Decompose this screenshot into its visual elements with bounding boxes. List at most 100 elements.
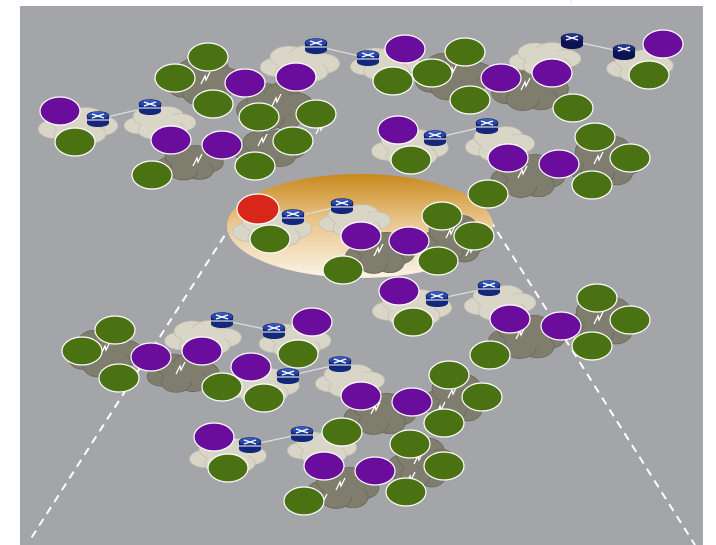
lightning-link-icon (370, 401, 381, 415)
purple-node (489, 304, 531, 334)
green-node (61, 336, 103, 366)
green-node (467, 179, 509, 209)
purple-node (340, 221, 382, 251)
network-cloud-icon (306, 467, 380, 509)
router-icon (612, 44, 636, 60)
router-icon (304, 38, 328, 54)
purple-node (201, 130, 243, 160)
router-icon (210, 312, 234, 328)
green-node (295, 99, 337, 129)
router-icon (560, 33, 584, 49)
purple-node (378, 276, 420, 306)
lightning-link-icon (175, 361, 186, 375)
router-icon (281, 209, 305, 225)
purple-node (540, 311, 582, 341)
purple-node (150, 125, 192, 155)
lightning-link-icon (257, 133, 268, 147)
purple-node (130, 342, 172, 372)
green-node (234, 151, 276, 181)
green-node (243, 383, 285, 413)
router-icon (138, 99, 162, 115)
lightning-link-icon (445, 225, 456, 239)
purple-node (384, 34, 426, 64)
lightning-link-icon (447, 385, 458, 399)
routers-layer (86, 33, 636, 453)
green-node (609, 143, 651, 173)
green-node (469, 340, 511, 370)
router-icon (86, 111, 110, 127)
green-node (421, 201, 463, 231)
green-node (249, 224, 291, 254)
green-node (411, 58, 453, 88)
nodes-layer (39, 29, 684, 516)
purple-node (193, 422, 235, 452)
purple-node (224, 68, 266, 98)
green-node (277, 339, 319, 369)
green-node (94, 315, 136, 345)
green-node (389, 429, 431, 459)
network-cloud-icon (156, 145, 224, 181)
purple-node (642, 29, 684, 59)
green-node (54, 127, 96, 157)
router-icon (475, 118, 499, 134)
green-node (449, 85, 491, 115)
red-node (236, 193, 280, 225)
lightning-link-icon (520, 77, 531, 91)
green-node (192, 89, 234, 119)
green-node (321, 417, 363, 447)
green-node (385, 477, 427, 507)
purple-node (538, 149, 580, 179)
lightning-link-icon (593, 311, 604, 325)
green-node (372, 66, 414, 96)
purple-node (388, 226, 430, 256)
router-icon (276, 368, 300, 384)
lightning-link-icon (100, 341, 111, 355)
lightning-link-icon (335, 477, 346, 491)
green-node (609, 305, 651, 335)
green-node (461, 382, 503, 412)
green-node (154, 63, 196, 93)
lightning-link-icon (192, 153, 203, 167)
lightning-link-icon (373, 243, 384, 257)
green-node (423, 408, 465, 438)
green-node (390, 145, 432, 175)
router-icon (477, 280, 501, 296)
lightning-link-icon (200, 71, 211, 85)
router-icon (425, 291, 449, 307)
router-icon (328, 356, 352, 372)
lightning-link-icon (593, 151, 604, 165)
router-icon (238, 437, 262, 453)
purple-node (480, 63, 522, 93)
green-node (283, 486, 325, 516)
green-node (417, 246, 459, 276)
green-node (453, 221, 495, 251)
green-node (444, 37, 486, 67)
lightning-link-icon (517, 165, 528, 179)
green-node (571, 331, 613, 361)
router-icon (262, 323, 286, 339)
purple-node (340, 381, 382, 411)
green-node (238, 102, 280, 132)
router-icon (423, 130, 447, 146)
purple-node (391, 387, 433, 417)
purple-node (377, 115, 419, 145)
router-icon (330, 198, 354, 214)
router-icon (356, 50, 380, 66)
green-node (322, 255, 364, 285)
purple-node (291, 307, 333, 337)
green-node (207, 453, 249, 483)
purple-node (39, 96, 81, 126)
network-cloud-icon (465, 126, 535, 162)
green-node (574, 122, 616, 152)
green-node (131, 160, 173, 190)
green-node (576, 283, 618, 313)
purple-node (531, 58, 573, 88)
green-node (628, 60, 670, 90)
purple-node (354, 456, 396, 486)
purple-node (230, 352, 272, 382)
purple-node (275, 62, 317, 92)
green-node (428, 360, 470, 390)
green-node (272, 126, 314, 156)
